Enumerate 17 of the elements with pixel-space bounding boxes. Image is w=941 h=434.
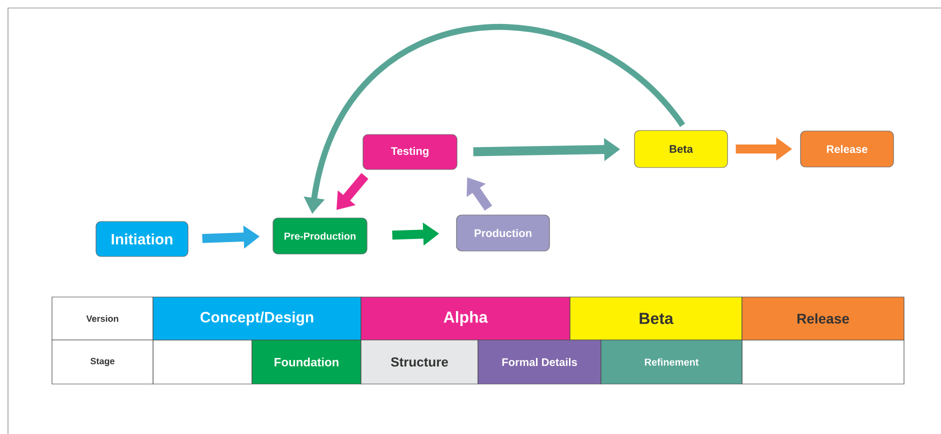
block-arrow xyxy=(305,24,685,212)
table-cell: Formal Details xyxy=(478,340,602,384)
table-cell: Concept/Design xyxy=(152,296,362,340)
table-cell: Refinement xyxy=(600,340,742,384)
table-cell: Beta xyxy=(570,296,742,340)
stage-box: Testing xyxy=(362,134,458,170)
stage-box: Production xyxy=(456,214,550,252)
stage-box: Pre-Production xyxy=(272,218,368,254)
stage-box: Release xyxy=(800,130,894,168)
table-cell: Alpha xyxy=(360,296,570,340)
table-cell: Release xyxy=(742,296,904,340)
table-cell: Structure xyxy=(360,340,478,384)
table-cell: Stage xyxy=(52,340,154,384)
stage-box: Initiation xyxy=(96,221,188,257)
table-cell: Version xyxy=(52,296,154,340)
stage-box: Beta xyxy=(634,130,728,168)
table-cell: Foundation xyxy=(252,340,362,384)
